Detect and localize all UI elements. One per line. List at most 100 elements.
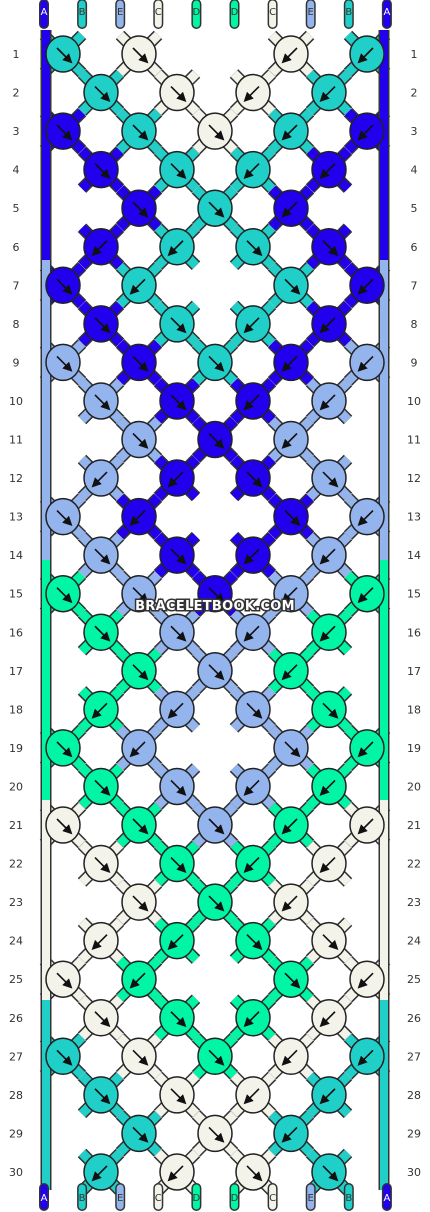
knot-arrow-icon bbox=[132, 895, 149, 912]
row-number-right: 18 bbox=[407, 703, 421, 716]
knot bbox=[197, 652, 233, 690]
knot bbox=[121, 574, 157, 613]
bottom-strand-label: A bbox=[41, 1193, 48, 1204]
knot bbox=[121, 420, 157, 459]
row-number-left: 1 bbox=[13, 48, 20, 61]
knot-arrow-icon bbox=[322, 1165, 339, 1182]
knot-arrow-icon bbox=[208, 355, 225, 372]
row-number-right: 9 bbox=[411, 356, 418, 369]
row-number-right: 14 bbox=[407, 549, 421, 562]
knot-arrow-icon bbox=[56, 1049, 73, 1066]
top-strand-9: B bbox=[343, 0, 354, 29]
knot-arrow-icon bbox=[357, 510, 374, 526]
knot-arrow-icon bbox=[208, 201, 225, 218]
bottom-strand-9: B bbox=[343, 1183, 354, 1211]
knot-arrow-icon bbox=[91, 1165, 108, 1182]
bottom-strand-label: B bbox=[345, 1193, 352, 1204]
knot-arrow-icon bbox=[91, 702, 108, 719]
knot-arrow-icon bbox=[56, 510, 73, 526]
knot-arrow-icon bbox=[56, 972, 73, 989]
knot-arrow-icon bbox=[91, 471, 108, 488]
row-number-left: 5 bbox=[13, 202, 20, 215]
knot-arrow-icon bbox=[132, 1126, 149, 1143]
knot bbox=[197, 343, 233, 382]
row-number-right: 5 bbox=[411, 202, 418, 215]
knot bbox=[121, 960, 157, 998]
knot bbox=[273, 266, 309, 305]
row-number-left: 3 bbox=[13, 125, 20, 138]
knot-arrow-icon bbox=[167, 934, 184, 951]
knot-arrow-icon bbox=[357, 278, 374, 295]
knot bbox=[159, 536, 195, 574]
knot-arrow-icon bbox=[281, 1126, 298, 1143]
knot-arrow-icon bbox=[319, 394, 336, 411]
knot-arrow-icon bbox=[94, 163, 111, 180]
knot bbox=[121, 729, 157, 767]
knot bbox=[311, 999, 347, 1037]
knot bbox=[235, 613, 271, 651]
row-number-left: 25 bbox=[9, 973, 23, 986]
knot bbox=[83, 1076, 119, 1114]
knot-arrow-icon bbox=[94, 779, 111, 796]
knot-arrow-icon bbox=[357, 1049, 374, 1066]
knot bbox=[159, 305, 195, 343]
row-number-right: 27 bbox=[407, 1050, 421, 1063]
knot-arrow-icon bbox=[56, 124, 73, 141]
bottom-strand-label: D bbox=[193, 1193, 201, 1204]
knot-arrow-icon bbox=[170, 779, 187, 796]
top-strand-10: A bbox=[381, 0, 392, 29]
knot bbox=[273, 960, 309, 998]
row-number-right: 26 bbox=[407, 1012, 421, 1025]
knot-arrow-icon bbox=[281, 201, 298, 218]
knot bbox=[45, 1037, 81, 1076]
knot-arrow-icon bbox=[56, 355, 73, 372]
knot-arrow-icon bbox=[243, 548, 260, 565]
top-strand-label: B bbox=[345, 7, 352, 18]
row-number-right: 11 bbox=[407, 434, 421, 447]
knot-arrow-icon bbox=[281, 355, 298, 372]
row-number-right: 25 bbox=[407, 973, 421, 986]
knot bbox=[311, 459, 347, 497]
row-number-left: 9 bbox=[13, 356, 20, 369]
knot bbox=[159, 613, 195, 651]
knot-arrow-icon bbox=[170, 1088, 187, 1105]
bottom-strand-label: D bbox=[231, 1193, 239, 1204]
knot-arrow-icon bbox=[246, 702, 263, 719]
knot-arrow-icon bbox=[319, 856, 336, 873]
knot bbox=[197, 1114, 233, 1153]
knot bbox=[121, 112, 157, 150]
row-number-left: 17 bbox=[9, 665, 23, 678]
knot bbox=[349, 343, 385, 382]
knot-arrow-icon bbox=[243, 163, 260, 180]
knot bbox=[159, 73, 195, 112]
knot-arrow-icon bbox=[322, 471, 339, 488]
knot bbox=[121, 1037, 157, 1076]
knot bbox=[235, 459, 271, 497]
knot bbox=[311, 1153, 347, 1191]
knot bbox=[311, 767, 347, 806]
knot-arrow-icon bbox=[284, 741, 301, 758]
knot-arrow-icon bbox=[208, 1049, 225, 1066]
knot-arrow-icon bbox=[94, 1011, 111, 1028]
knot bbox=[273, 729, 309, 767]
row-number-left: 12 bbox=[9, 472, 23, 485]
row-number-left: 26 bbox=[9, 1012, 23, 1025]
knot-arrow-icon bbox=[357, 741, 374, 758]
knot-arrow-icon bbox=[357, 355, 374, 372]
top-strand-label: D bbox=[193, 7, 201, 18]
row-number-left: 19 bbox=[9, 742, 23, 755]
row-number-left: 20 bbox=[9, 780, 23, 793]
knot bbox=[45, 960, 81, 998]
row-number-right: 21 bbox=[407, 819, 421, 832]
knot-arrow-icon bbox=[94, 85, 111, 102]
knot bbox=[159, 150, 195, 189]
row-number-left: 30 bbox=[9, 1166, 23, 1179]
knot bbox=[121, 343, 157, 382]
knot-arrow-icon bbox=[208, 664, 225, 681]
row-number-left: 27 bbox=[9, 1050, 23, 1063]
knot bbox=[235, 921, 271, 960]
knot bbox=[273, 35, 309, 73]
top-strand-5: D bbox=[191, 0, 202, 29]
row-number-right: 16 bbox=[407, 626, 421, 639]
